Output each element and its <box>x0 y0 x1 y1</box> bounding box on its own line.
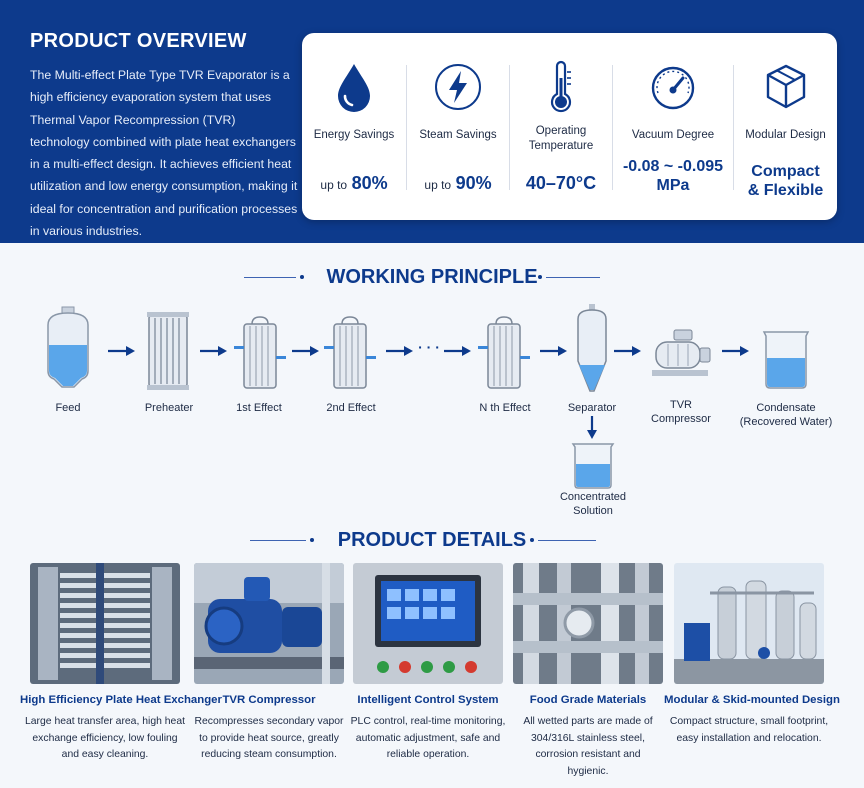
flow-arrow-down <box>587 416 597 439</box>
control-panel-image <box>353 563 503 684</box>
stat-divider <box>733 65 734 190</box>
flow-label-2nd-effect: 2nd Effect <box>326 402 376 414</box>
detail-title: Modular & Skid-mounted Design <box>664 694 840 706</box>
title-decor-line <box>538 540 596 541</box>
gauge-icon <box>651 66 695 110</box>
flow-arrow <box>540 346 567 356</box>
stat-divider <box>612 65 613 190</box>
flow-arrow <box>200 346 227 356</box>
title-decor-line <box>250 540 306 541</box>
working-principle-title: WORKING PRINCIPLE <box>326 266 538 288</box>
effect-2-icon <box>324 316 376 389</box>
detail-title: High Efficiency Plate Heat Exchanger <box>20 694 222 706</box>
title-decor-line <box>546 277 600 278</box>
stat-value: up to 80% <box>320 173 388 193</box>
flow-arrow <box>614 346 641 356</box>
thermometer-icon <box>550 60 572 113</box>
effect-n-icon <box>478 316 530 389</box>
stainless-pipes-image <box>513 563 663 684</box>
stat-operating-temperature: Operating Temperature 40–70°C <box>510 33 612 220</box>
flow-label-nth-effect: N th Effect <box>479 402 531 414</box>
stat-label: Energy Savings <box>313 129 395 141</box>
stat-divider <box>509 65 510 190</box>
stat-label: Vacuum Degree <box>631 129 715 141</box>
product-details-title: PRODUCT DETAILS <box>337 529 527 551</box>
stat-vacuum-degree: Vacuum Degree -0.08 ~ -0.095 MPa <box>613 33 733 220</box>
stat-value: -0.08 ~ -0.095 MPa <box>622 158 724 194</box>
stat-label: Steam Savings <box>419 129 497 141</box>
skid-mounted-system-image <box>674 563 824 684</box>
lightning-icon <box>435 64 481 110</box>
preheater-icon <box>147 312 189 390</box>
detail-description: Compact structure, small footprint,easy … <box>669 716 829 744</box>
overview-banner: PRODUCT OVERVIEW The Multi-effect Plate … <box>0 0 864 243</box>
flow-label-1st-effect: 1st Effect <box>236 402 282 414</box>
flow-label-condensate: Condensate(Recovered Water) <box>739 402 833 428</box>
overview-description: The Multi-effect Plate Type TVR Evaporat… <box>30 68 298 239</box>
flow-arrow <box>108 346 135 356</box>
stat-value: Compact & Flexible <box>747 163 824 199</box>
title-decor-dot <box>310 538 314 542</box>
flow-arrow <box>722 346 749 356</box>
condensate-beaker-icon <box>762 331 810 389</box>
effect-1-icon <box>234 316 286 389</box>
flow-label-preheater: Preheater <box>144 402 194 414</box>
feed-tank-icon <box>47 306 89 388</box>
separator-icon <box>577 304 607 392</box>
stat-value: up to 90% <box>424 173 492 193</box>
detail-title: Intelligent Control System <box>357 694 499 706</box>
title-decor-dot <box>300 275 304 279</box>
stat-value: 40–70°C <box>525 173 597 193</box>
flow-arrow <box>444 346 471 356</box>
title-decor-dot <box>538 275 542 279</box>
flow-label-feed: Feed <box>55 402 81 414</box>
flow-arrow <box>386 346 413 356</box>
stat-label: Operating Temperature <box>528 125 594 152</box>
stat-label: Modular Design <box>745 129 826 141</box>
plate-heat-exchanger-image <box>30 563 180 684</box>
overview-title: PRODUCT OVERVIEW <box>30 30 247 52</box>
detail-title: TVR Compressor <box>222 694 316 706</box>
title-decor-dot <box>530 538 534 542</box>
flow-label-separator: Separator <box>567 402 617 414</box>
stat-divider <box>406 65 407 190</box>
tvr-compressor-icon <box>652 329 711 376</box>
flow-ellipsis: · · · <box>418 339 440 355</box>
stat-modular-design: Modular Design Compact & Flexible <box>734 33 837 220</box>
stats-card: Energy Savings up to 80% Steam Savings u… <box>302 33 837 220</box>
detail-title: Food Grade Materials <box>529 694 647 706</box>
flow-arrow <box>292 346 319 356</box>
stat-steam-savings: Steam Savings up to 90% <box>407 33 509 220</box>
title-decor-line <box>244 277 296 278</box>
stat-energy-savings: Energy Savings up to 80% <box>302 33 406 220</box>
concentrated-beaker-icon <box>571 443 615 489</box>
detail-description: PLC control, real-time monitoring,automa… <box>350 716 506 761</box>
cube-icon <box>766 64 805 109</box>
tvr-compressor-image <box>194 563 344 684</box>
water-drop-icon <box>338 64 370 112</box>
